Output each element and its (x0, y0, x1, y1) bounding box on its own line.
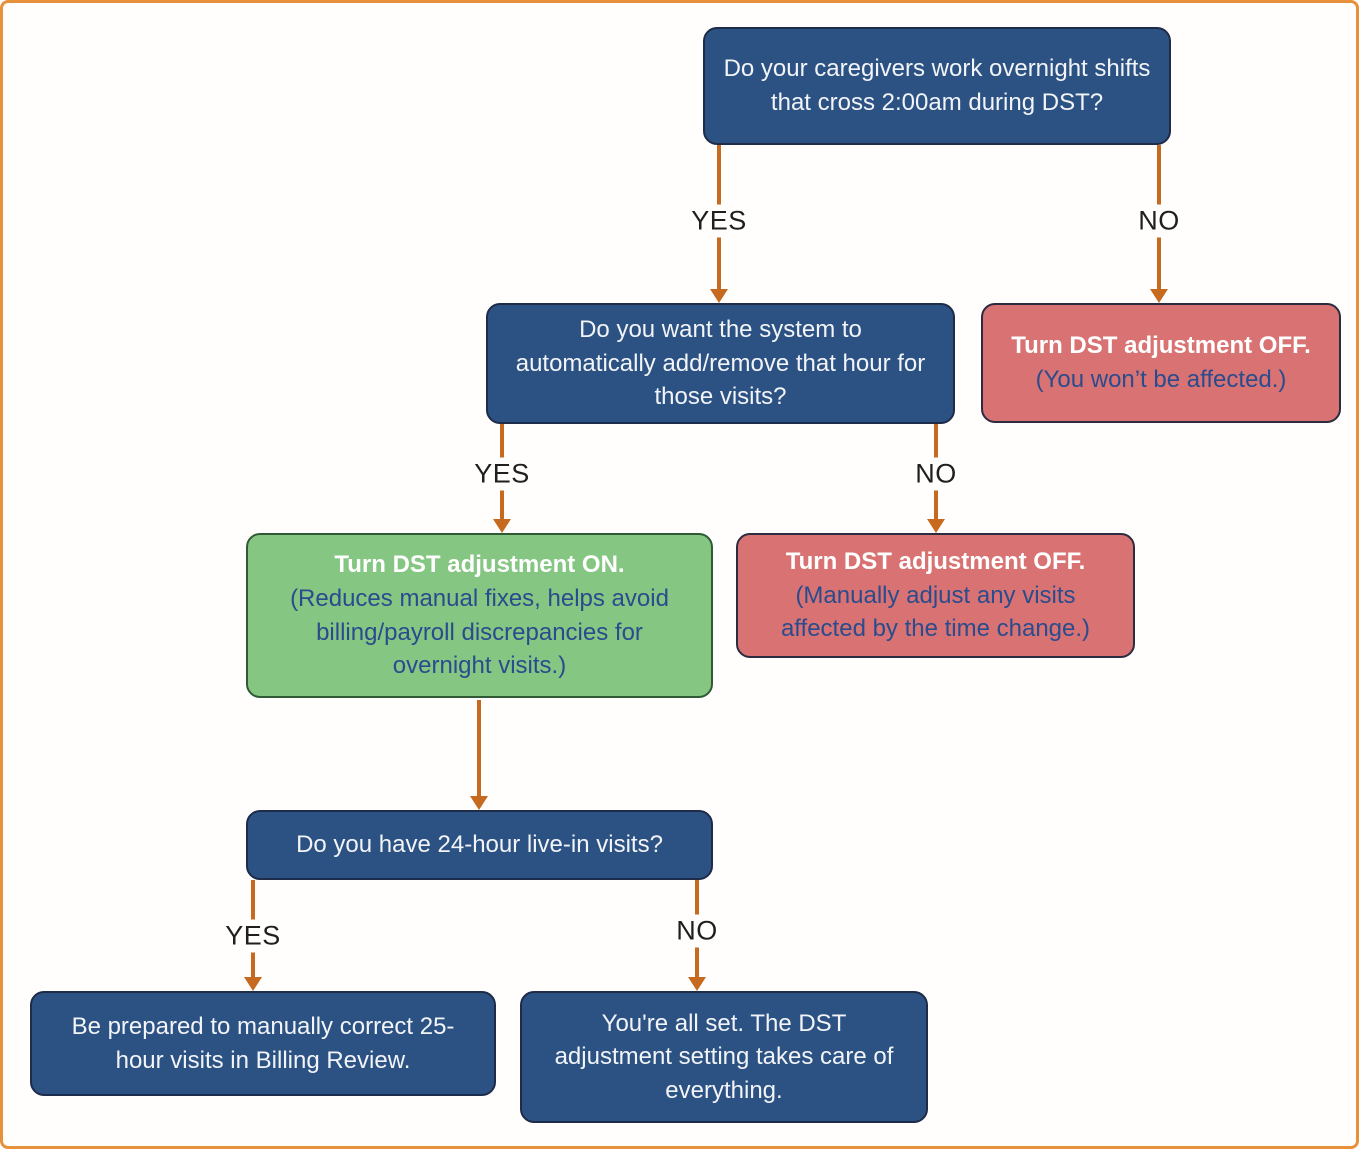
outcome-billing-review-text: Be prepared to manually correct 25-hour … (71, 1012, 455, 1074)
outcome-all-set-text: You're all set. The DST adjustment setti… (554, 1009, 894, 1104)
outcome-all-set: You're all set. The DST adjustment setti… (520, 991, 928, 1123)
outcome-billing-review: Be prepared to manually correct 25-hour … (30, 991, 496, 1096)
question-auto-adjust: Do you want the system to automatically … (486, 303, 955, 424)
edge-label-q2-yes: YES (466, 457, 538, 491)
action-dst-on-title: Turn DST adjustment ON. (334, 551, 625, 579)
question-auto-adjust-text: Do you want the system to automatically … (515, 316, 926, 411)
edge-label-q2-no: NO (907, 457, 965, 491)
edge-label-q1-yes: YES (683, 204, 755, 238)
arrow-down-icon (927, 519, 945, 533)
edge-label-q3-yes: YES (217, 919, 289, 953)
action-dst-on: Turn DST adjustment ON. (Reduces manual … (246, 533, 713, 698)
arrow-down-icon (244, 977, 262, 991)
edge-label-q1-no: NO (1130, 204, 1188, 238)
arrow-down-icon (688, 977, 706, 991)
question-overnight-shifts: Do your caregivers work overnight shifts… (703, 27, 1171, 145)
action-dst-off-manual: Turn DST adjustment OFF. (Manually adjus… (736, 533, 1135, 658)
arrow-down-icon (470, 796, 488, 810)
question-live-in-visits: Do you have 24-hour live-in visits? (246, 810, 713, 880)
arrow-down-icon (1150, 289, 1168, 303)
question-overnight-shifts-text: Do your caregivers work overnight shifts… (723, 55, 1151, 116)
arrow-down-icon (493, 519, 511, 533)
action-dst-off-unaffected-title: Turn DST adjustment OFF. (1011, 332, 1311, 360)
action-dst-on-subtitle: (Reduces manual fixes, helps avoid billi… (290, 584, 669, 680)
arrow-down-icon (710, 289, 728, 303)
action-dst-off-unaffected-subtitle: (You won’t be affected.) (1035, 366, 1287, 393)
edge-label-q3-no: NO (668, 914, 726, 948)
arrow-shaft (477, 700, 481, 797)
action-dst-off-manual-subtitle: (Manually adjust any visits affected by … (780, 581, 1091, 643)
question-live-in-visits-text: Do you have 24-hour live-in visits? (296, 831, 663, 859)
action-dst-off-unaffected: Turn DST adjustment OFF. (You won’t be a… (981, 303, 1341, 423)
action-dst-off-manual-title: Turn DST adjustment OFF. (785, 548, 1086, 576)
